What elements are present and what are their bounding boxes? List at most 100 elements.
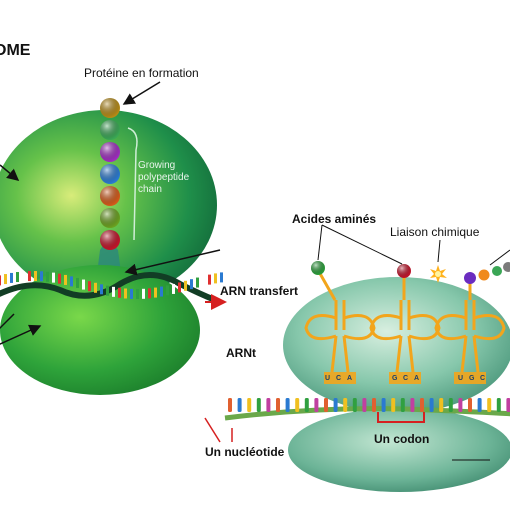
- nucleotide-tick: [142, 288, 145, 299]
- nucleotide-bar: [285, 398, 290, 412]
- arrow-small-subunit: [0, 324, 42, 345]
- nucleotide-bar: [420, 398, 424, 412]
- chemical-bond-spark: [430, 265, 447, 283]
- nucleotide-tick: [94, 282, 97, 293]
- codon-letter: A: [347, 375, 352, 382]
- nucleotide-tick: [112, 286, 115, 297]
- codon-letter: U: [458, 375, 463, 382]
- label-nucleotide: Un nucléotide: [205, 445, 285, 459]
- nucleotide-bar: [506, 398, 510, 412]
- nucleotide-tick: [58, 273, 61, 284]
- nucleotide-tick: [70, 276, 73, 287]
- nucleotide-tick: [166, 285, 169, 296]
- nucleotide-tick: [136, 288, 139, 299]
- nucleotide-tick: [76, 277, 79, 288]
- codon-letter: C: [336, 375, 341, 382]
- arrow-mrna: [0, 313, 15, 330]
- nucleotide-bar: [266, 398, 271, 412]
- nucleotide-bar: [256, 398, 261, 412]
- trna: [304, 300, 376, 384]
- nucleotide-tick: [10, 272, 13, 283]
- nucleotide-tick: [208, 274, 211, 285]
- nucleotide-tick: [4, 274, 7, 285]
- nucleotide-bar: [487, 398, 492, 412]
- nucleotide-bar: [400, 398, 405, 412]
- nucleotide-tick: [184, 280, 187, 291]
- nucleotide-tick: [178, 282, 181, 293]
- nucleotide-tick: [64, 274, 67, 285]
- nucleotide-bar: [439, 398, 444, 412]
- nucleotide-tick: [220, 272, 223, 283]
- nucleotide-bar: [295, 398, 300, 412]
- label-transfer-rna: ARN transfert: [220, 284, 299, 298]
- nucleotide-bar: [372, 398, 376, 412]
- codon-letter: G: [469, 375, 475, 382]
- codon-letter: C: [403, 375, 408, 382]
- codon-letter: A: [414, 375, 419, 382]
- nucleotide-tick: [118, 287, 121, 298]
- nucleotide-tick: [34, 271, 37, 282]
- nucleotide-bar: [391, 398, 396, 412]
- nucleotide-bar: [381, 398, 386, 412]
- nucleotide-tick: [16, 272, 19, 283]
- codon-bracket: [377, 412, 425, 423]
- arrow-exit-site: [124, 249, 221, 276]
- nucleotide-bar: [304, 398, 309, 412]
- nucleotide-bar: [314, 398, 319, 412]
- nucleotide-tick: [22, 271, 25, 282]
- nucleotide-bar: [410, 398, 415, 412]
- nucleotide-tick: [88, 281, 91, 292]
- nucleotide-bar: [352, 398, 357, 412]
- nucleotide-tick: [28, 271, 31, 282]
- polypeptide-chain: [100, 98, 120, 250]
- codon-letter: U: [325, 375, 330, 382]
- nucleotide-bar: [477, 398, 482, 412]
- label-chemical-bond: Liaison chimique: [390, 225, 480, 239]
- codon-letter: C: [480, 375, 485, 382]
- nucleotide-bar: [343, 398, 348, 412]
- nucleotide-tick: [46, 271, 49, 282]
- nucleotide-tick: [52, 272, 55, 283]
- nucleotide-tick: [148, 288, 151, 299]
- label-amino-acids: Acides aminés: [292, 212, 377, 226]
- nucleotide-bar: [324, 398, 328, 412]
- trna: [434, 300, 506, 384]
- mrna-right: [224, 406, 510, 421]
- nucleotide-bar: [228, 398, 232, 412]
- nucleotide-tick: [202, 276, 205, 287]
- trna-molecules: [304, 300, 506, 384]
- nucleotide-tick: [124, 288, 127, 299]
- nucleotide-bar: [247, 398, 252, 412]
- nucleotide-pointer-1: [204, 417, 221, 443]
- nucleotide-tick: [82, 279, 85, 290]
- label-protein-forming: Protéine en formation: [84, 66, 199, 80]
- nucleotide-tick: [130, 288, 133, 299]
- label-codon: Un codon: [374, 432, 430, 446]
- nucleotide-tick: [172, 283, 175, 294]
- nucleotide-tick: [196, 277, 199, 288]
- nucleotide-bar: [468, 398, 472, 412]
- nucleotide-bar: [448, 398, 453, 412]
- aa1-stem: [316, 269, 337, 301]
- mrna-left: [0, 272, 217, 303]
- nucleotide-tick: [106, 285, 109, 296]
- ribosome2-small: [288, 408, 510, 492]
- arrow-large-subunit: [0, 164, 20, 181]
- mrna-nucleotides: [0, 271, 223, 299]
- amino-acid-3: [464, 272, 476, 284]
- nucleotide-bar: [276, 398, 280, 412]
- nucleotide-tick: [190, 279, 193, 290]
- nucleotide-tick: [100, 284, 103, 295]
- nucleotide-tick: [214, 273, 217, 284]
- nucleotide-bar: [429, 398, 434, 412]
- nucleotide-bar: [237, 398, 242, 412]
- nucleotide-tick: [154, 287, 157, 298]
- chain-bracket: [127, 127, 138, 241]
- nucleotide-tick: [160, 286, 163, 297]
- page-title: OME: [0, 42, 31, 59]
- nucleotide-bar: [362, 398, 367, 412]
- nucleotide-bar: [458, 398, 463, 412]
